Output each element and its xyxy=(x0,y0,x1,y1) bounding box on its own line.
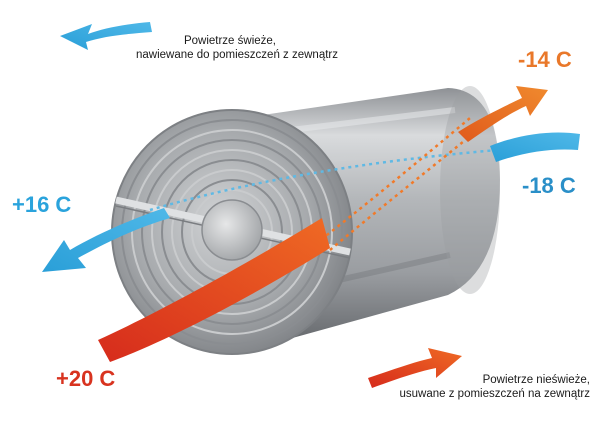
fresh-air-legend-arrow xyxy=(60,22,152,50)
supply-out-temperature: +16 C xyxy=(12,192,72,217)
fresh-air-label-line1: Powietrze świeże, xyxy=(183,35,276,47)
exhaust-outlet-arrow xyxy=(458,86,548,142)
warm-air-inlet-arrow xyxy=(98,218,330,362)
room-in-temperature: +20 C xyxy=(56,366,116,391)
exhaust-air-label-line2: usuwane z pomieszczeń na zewnątrz xyxy=(399,388,591,400)
exhaust-air-legend-arrow xyxy=(368,348,462,388)
exhaust-out-temperature: -14 C xyxy=(518,47,572,72)
fresh-air-label-line2: nawiewane do pomieszczeń z zewnątrz xyxy=(136,49,338,61)
exhaust-air-label: Powietrze nieświeże, usuwane z pomieszcz… xyxy=(330,373,591,401)
outdoor-air-inlet-arrow xyxy=(490,132,580,162)
outdoor-in-temperature: -18 C xyxy=(522,173,576,198)
supply-air-outlet-arrow xyxy=(42,208,170,272)
fresh-air-label: Powietrze świeże, nawiewane do pomieszcz… xyxy=(136,34,338,62)
internal-flow-lines xyxy=(149,117,499,251)
hub xyxy=(201,199,263,261)
exhaust-air-label-line1: Powietrze nieświeże, xyxy=(482,374,590,386)
